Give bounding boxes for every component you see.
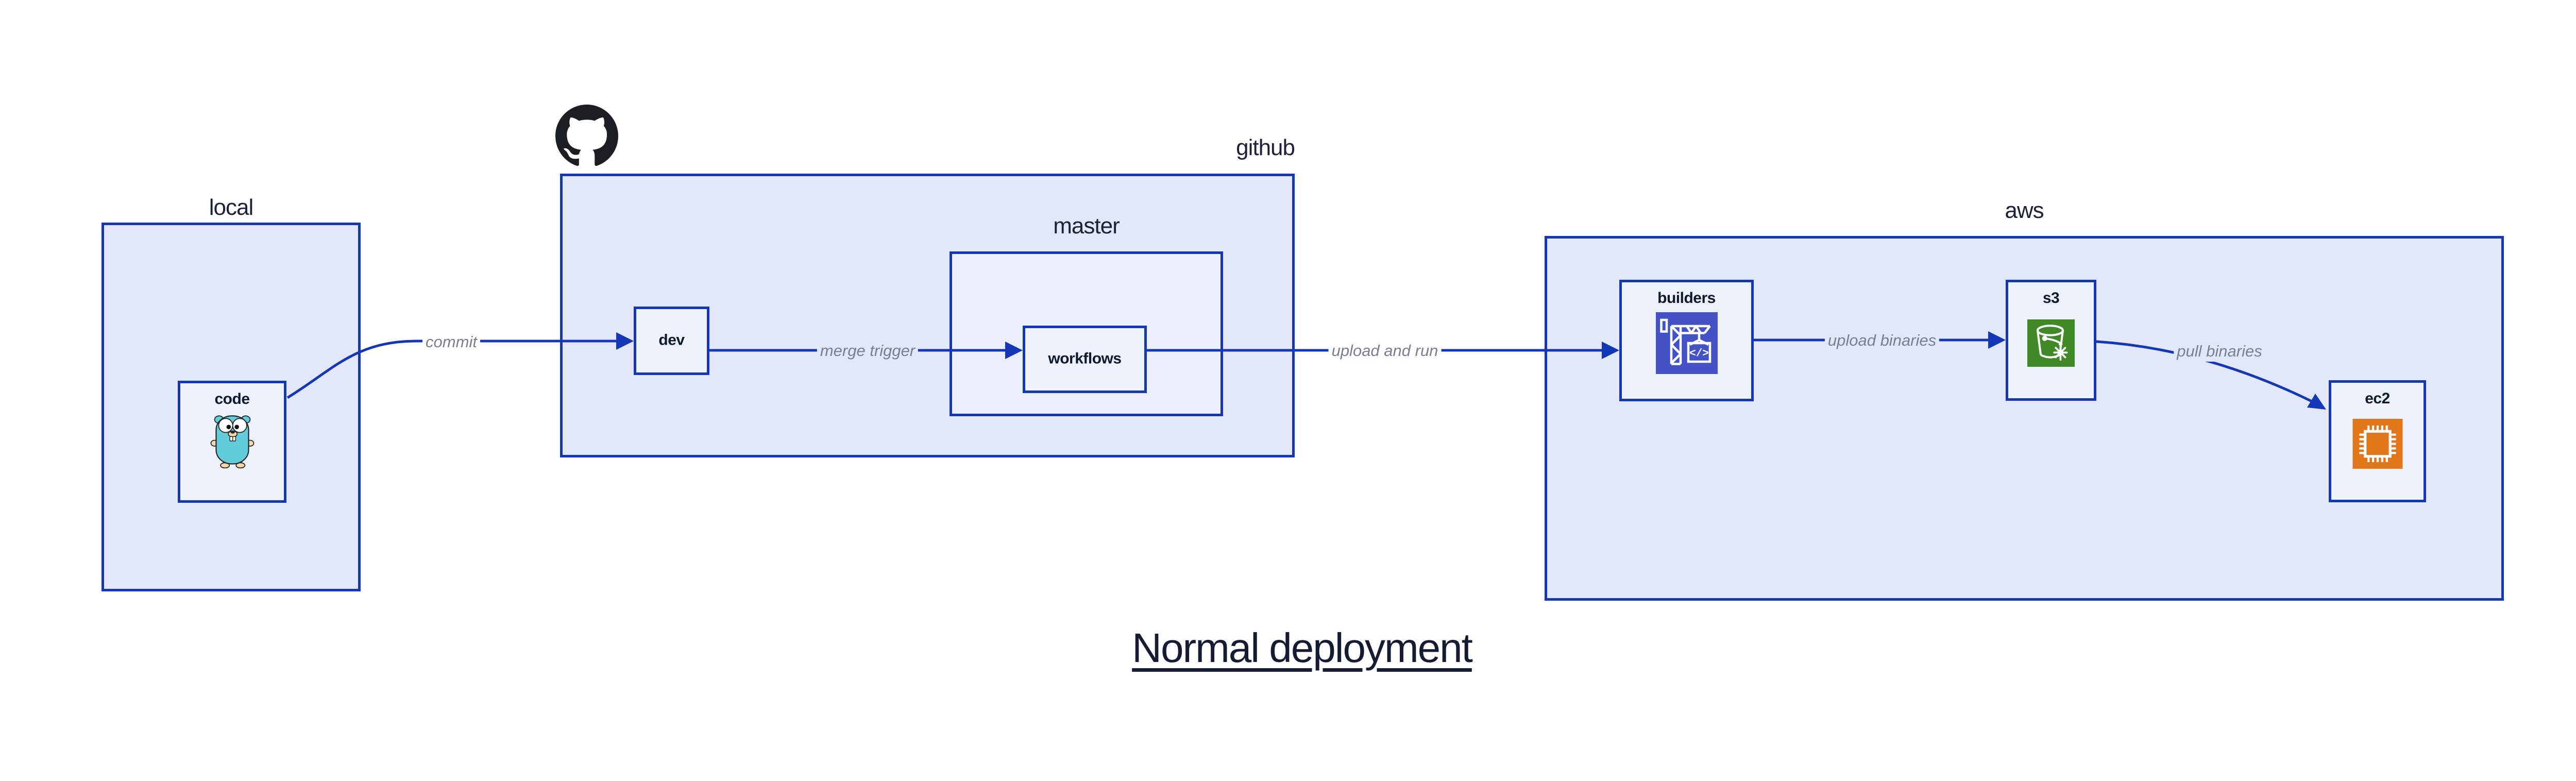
code-node-label: code — [214, 390, 250, 408]
code-glyph: </> — [1689, 348, 1709, 360]
ec2-node-label: ec2 — [2365, 390, 2390, 407]
codebuild-crane-icon: </> — [1655, 312, 1718, 377]
master-region-label: master — [1053, 213, 1120, 239]
builders-node: builders — [1619, 280, 1754, 401]
github-region-label: github — [1236, 135, 1295, 160]
upload-and-run-edge-label: upload and run — [1328, 341, 1442, 361]
diagram-title: Normal deployment — [1132, 625, 1473, 671]
github-octocat-icon — [555, 105, 618, 167]
s3-node-label: s3 — [2042, 290, 2060, 307]
upload-binaries-edge-label: upload binaries — [1824, 330, 1940, 351]
dev-node-label: dev — [658, 331, 685, 349]
workflows-node-label: workflows — [1048, 350, 1122, 367]
dev-node: dev — [634, 307, 709, 375]
local-region-label: local — [209, 195, 254, 220]
workflows-node: workflows — [1023, 326, 1147, 393]
builders-node-label: builders — [1657, 290, 1716, 307]
aws-region-label: aws — [2005, 198, 2044, 223]
code-node: code — [178, 381, 286, 503]
s3-glacier-bucket-icon — [2027, 319, 2075, 369]
ec2-node: ec2 — [2329, 380, 2426, 502]
go-gopher-icon — [210, 413, 255, 471]
commit-edge-label: commit — [422, 332, 480, 352]
ec2-chip-icon — [2352, 419, 2402, 471]
s3-node: s3 — [2006, 280, 2096, 401]
merge-trigger-edge-label: merge trigger — [817, 341, 919, 361]
pull-binaries-edge-label: pull binaries — [2174, 341, 2265, 362]
